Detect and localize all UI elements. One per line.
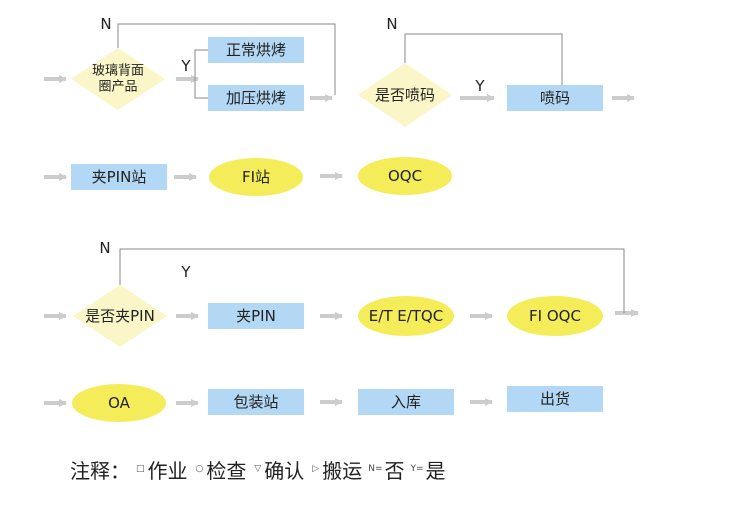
no-branch-label: N: [100, 15, 111, 33]
shipping-node-label: 出货: [540, 390, 570, 408]
fi-oqc-node-label: FI OQC: [529, 307, 581, 325]
flow-connector: [404, 33, 563, 85]
packing-node-shape: [208, 389, 304, 415]
legend-yes-value: 是: [425, 458, 446, 483]
warehouse-node-shape: [358, 389, 454, 415]
flow-connector: [119, 248, 625, 313]
legend-inspection: 检查: [206, 458, 247, 483]
spray-code-q-node-shape: [358, 63, 452, 127]
et-etqc-node-label: E/T E/TQC: [369, 307, 443, 325]
triangle-down-symbol-icon: ▽: [254, 464, 262, 474]
yes-branch-label: Y: [474, 77, 485, 95]
oa-node-shape: [72, 384, 166, 422]
flow-connector: [117, 23, 336, 95]
circle-symbol-icon: ○: [195, 464, 204, 474]
glass-back-ring-node-label: 圈产品: [98, 80, 137, 95]
legend: 注释： □ 作业 ○ 检查 ▽ 确认 ▷ 搬运 N= 否 Y= 是: [70, 453, 446, 485]
pin-station-node-label: 夹PIN站: [92, 168, 147, 186]
no-branch-label: N: [99, 239, 110, 257]
pressure-bake-node-shape: [208, 85, 304, 111]
spray-code-node-label: 喷码: [540, 89, 570, 107]
et-etqc-node-shape: [358, 296, 454, 336]
normal-bake-node-label: 正常烘烤: [226, 41, 286, 59]
legend-prefix: 注释：: [70, 458, 130, 483]
yes-branch-label: Y: [180, 57, 191, 75]
pin-node-label: 夹PIN: [236, 307, 276, 325]
spray-code-node-shape: [507, 85, 603, 111]
pressure-bake-node-label: 加压烘烤: [226, 89, 286, 107]
glass-back-ring-node-label: 玻璃背面: [92, 64, 144, 79]
oqc-1-node-shape: [358, 157, 452, 195]
legend-yes-key: Y=: [410, 464, 424, 474]
yes-branch-label: Y: [180, 263, 191, 281]
shipping-node-shape: [507, 386, 603, 412]
legend-confirm: 确认: [264, 458, 305, 483]
shapes-layer: [71, 37, 603, 422]
pin-q-node-label: 是否夹PIN: [85, 307, 155, 325]
fi-station-node-shape: [209, 158, 303, 196]
triangle-right-symbol-icon: ▷: [312, 464, 320, 474]
legend-no-value: 否: [384, 458, 405, 483]
edges-layer: [44, 23, 639, 407]
warehouse-node-label: 入库: [391, 393, 421, 411]
pin-station-node-shape: [71, 164, 167, 190]
flow-connector: [194, 49, 208, 99]
legend-no-key: N=: [368, 464, 383, 474]
spray-code-q-node-label: 是否喷码: [375, 86, 435, 104]
legend-operation: 作业: [147, 458, 188, 483]
no-branch-label: N: [386, 15, 397, 33]
square-symbol-icon: □: [136, 464, 145, 474]
fi-oqc-node-shape: [507, 296, 603, 336]
normal-bake-node-shape: [208, 37, 304, 63]
oa-node-label: OA: [108, 394, 131, 412]
pin-q-node-shape: [73, 285, 167, 347]
pin-node-shape: [208, 303, 304, 329]
fi-station-node-label: FI站: [242, 168, 270, 186]
oqc-1-node-label: OQC: [388, 167, 422, 185]
packing-node-label: 包装站: [233, 393, 278, 411]
glass-back-ring-node-shape: [71, 48, 165, 110]
legend-transport: 搬运: [322, 458, 363, 483]
